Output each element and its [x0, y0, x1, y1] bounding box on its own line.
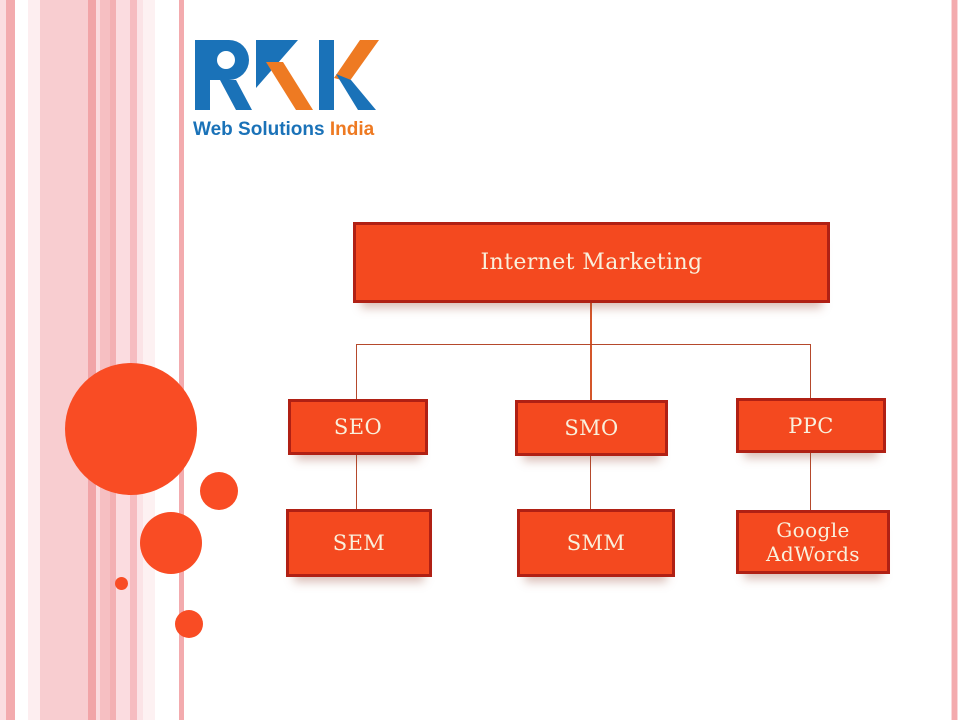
right-edge-stripe — [951, 0, 958, 720]
rnk-logo-mark — [195, 40, 379, 110]
node-label: Google AdWords — [766, 517, 860, 566]
connector-smo-smm — [590, 456, 591, 509]
node-smo: SMO — [515, 400, 668, 456]
node-label: SEM — [332, 531, 386, 555]
node-internet-marketing: Internet Marketing — [353, 222, 830, 303]
connector-root-stem — [590, 302, 592, 400]
node-seo: SEO — [288, 399, 428, 455]
node-google-adwords: Google AdWords — [736, 510, 890, 574]
logo-tagline-primary: Web Solutions — [193, 119, 325, 140]
connector-horizontal — [356, 344, 811, 345]
connector-to-seo — [356, 344, 357, 399]
node-label: SMO — [564, 416, 619, 440]
decor-circle-bottom — [175, 610, 203, 638]
decor-circle-small-right — [200, 472, 238, 510]
logo-tagline: Web Solutions India — [193, 119, 379, 141]
connector-to-ppc — [810, 344, 811, 398]
node-sem: SEM — [286, 509, 432, 577]
node-ppc: PPC — [736, 398, 886, 453]
connector-ppc-adwords — [810, 453, 811, 510]
node-smm: SMM — [517, 509, 675, 577]
logo-tagline-accent: India — [329, 119, 375, 140]
rnk-logo: Web Solutions India — [193, 38, 379, 141]
node-label: SEO — [333, 415, 383, 439]
node-label: Internet Marketing — [480, 250, 703, 275]
node-label: SMM — [566, 531, 626, 555]
decor-circle-medium — [140, 512, 202, 574]
decor-circle-tiny — [115, 577, 128, 590]
striped-background — [0, 0, 200, 720]
connector-seo-sem — [356, 455, 357, 509]
decor-circle-large — [65, 363, 197, 495]
node-label: PPC — [788, 413, 834, 438]
